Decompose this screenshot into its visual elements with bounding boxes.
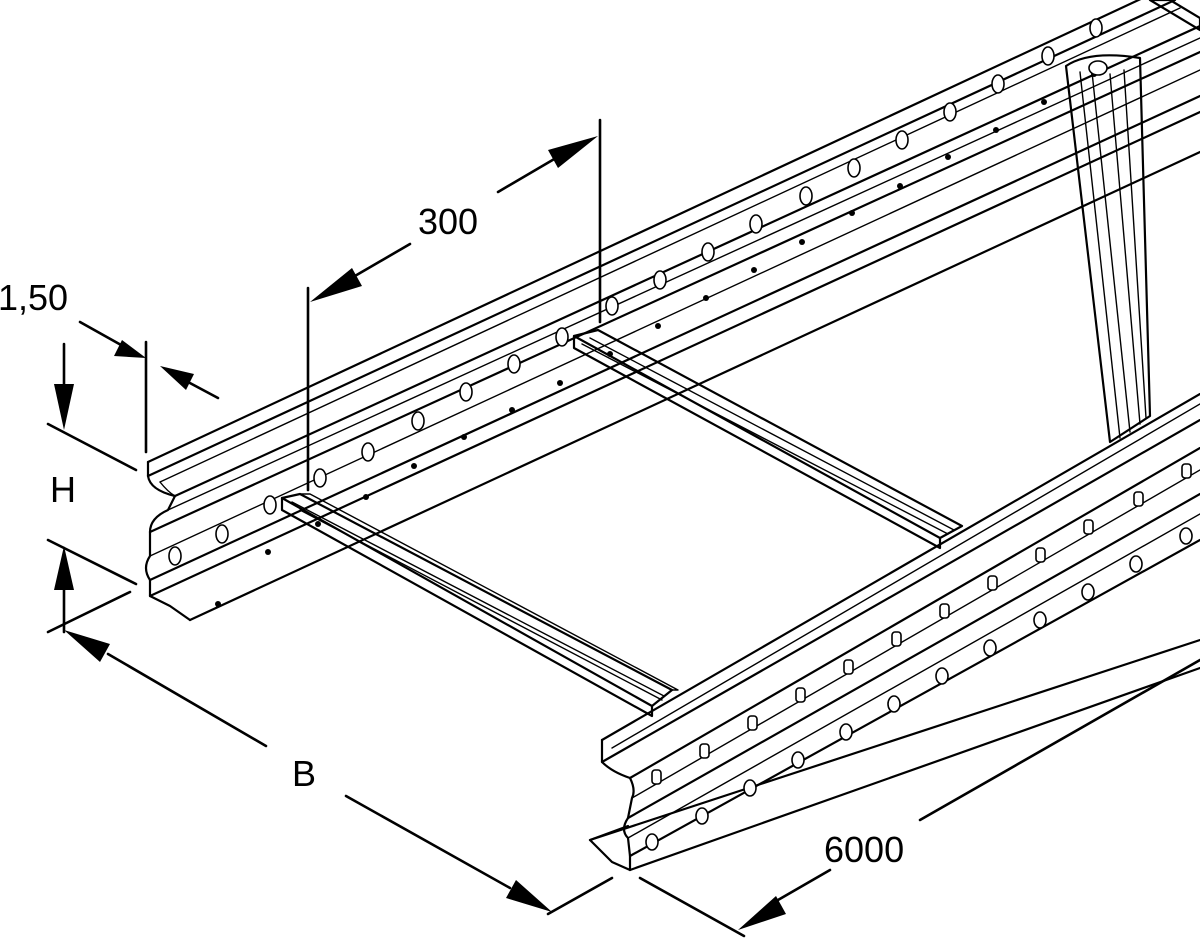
height-label: H [50,469,76,510]
near-rail-slots [651,463,1192,785]
diagonal-brace [1064,54,1152,444]
far-side-rail [144,0,1200,622]
rung-spacing-label: 300 [418,201,478,242]
width-label: B [292,753,316,794]
dimension-width: B [46,590,614,916]
dimension-rung-spacing: 300 [306,118,602,492]
dimension-thickness: 1,50 [0,277,220,454]
rung-front [280,492,679,718]
rung-middle [572,328,964,550]
dimension-height: H [46,342,138,634]
thickness-label: 1,50 [0,277,68,318]
far-flange-holes [215,71,1097,607]
dimension-length: 6000 [638,658,1200,938]
near-side-rail [588,392,1200,872]
far-rail-beads [168,18,1103,566]
length-label: 6000 [824,829,904,870]
near-rail-beads [645,527,1193,851]
rung-back [1148,0,1200,32]
